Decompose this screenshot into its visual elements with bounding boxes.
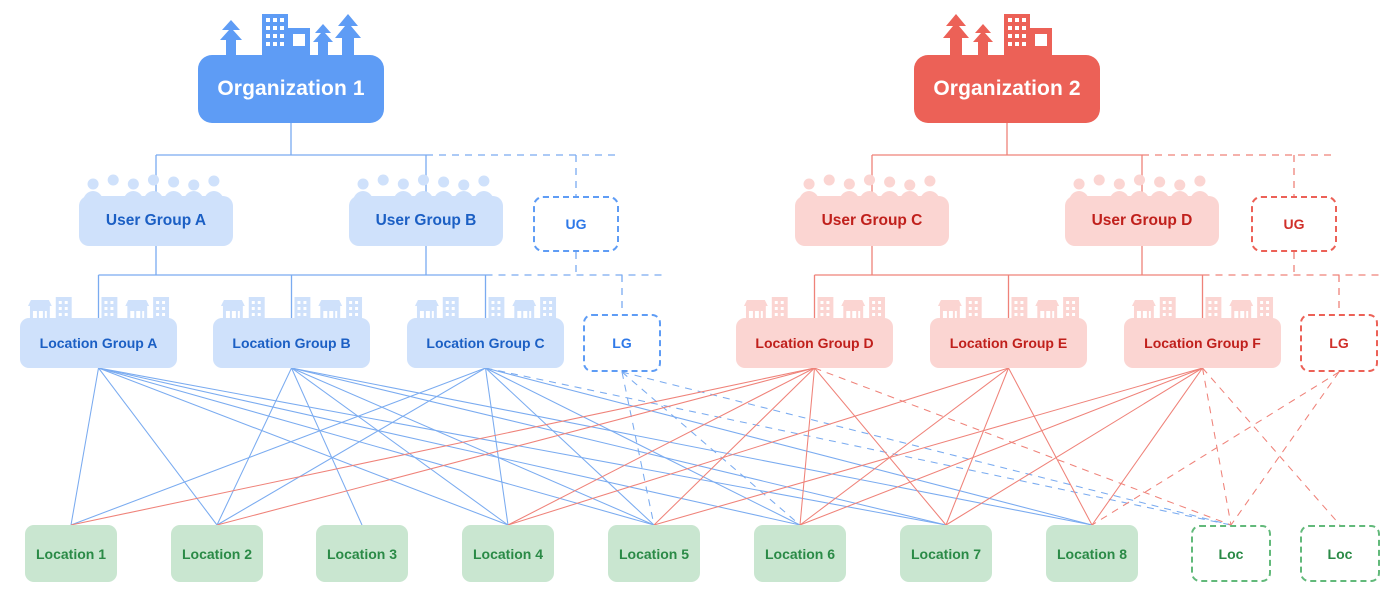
location-node-loc8[interactable]: Location 8 bbox=[1046, 525, 1138, 582]
location-group-node-lgghost2[interactable]: LG bbox=[1300, 314, 1378, 372]
mesh-edge bbox=[799, 367, 1203, 526]
mesh-edge bbox=[485, 367, 655, 526]
location-label: Location 6 bbox=[764, 545, 835, 562]
mesh-edge bbox=[814, 367, 1232, 526]
location-node-loc6[interactable]: Location 6 bbox=[754, 525, 846, 582]
mesh-edge bbox=[1008, 367, 1093, 526]
mesh-edge bbox=[945, 367, 1009, 526]
org-node-2[interactable]: Organization 2 bbox=[914, 55, 1100, 123]
mesh-edge bbox=[653, 367, 1203, 526]
location-node-loc1[interactable]: Location 1 bbox=[25, 525, 117, 582]
user-group-node-ugghost2[interactable]: UG bbox=[1251, 196, 1337, 252]
mesh-edge bbox=[291, 367, 1093, 526]
mesh-edge bbox=[1230, 371, 1340, 526]
mesh-edge bbox=[291, 367, 947, 526]
mesh-edge bbox=[485, 367, 1232, 526]
location-label: Loc bbox=[1327, 545, 1353, 562]
mesh-edge bbox=[291, 367, 363, 526]
location-node-loc4[interactable]: Location 4 bbox=[462, 525, 554, 582]
mesh-edge bbox=[216, 367, 292, 526]
mesh-edge bbox=[1091, 371, 1340, 526]
location-group-node-lgb[interactable]: Location Group B bbox=[213, 318, 370, 368]
mesh-edge bbox=[1202, 367, 1341, 526]
mesh-edge bbox=[98, 367, 801, 526]
mesh-edge bbox=[98, 367, 655, 526]
location-label: Location 3 bbox=[326, 545, 397, 562]
user-group-label: User Group C bbox=[821, 212, 923, 229]
location-label: Location 8 bbox=[1056, 545, 1127, 562]
mesh-edge bbox=[799, 367, 1009, 526]
mesh-edge bbox=[484, 367, 509, 526]
org-label: Organization 2 bbox=[933, 77, 1081, 100]
user-group-label: User Group A bbox=[105, 212, 207, 229]
mesh-edge bbox=[485, 367, 1093, 526]
location-node-loc5[interactable]: Location 5 bbox=[608, 525, 700, 582]
location-group-label: LG bbox=[1329, 335, 1349, 351]
location-group-node-lga[interactable]: Location Group A bbox=[20, 318, 177, 368]
user-group-node-ugghost1[interactable]: UG bbox=[533, 196, 619, 252]
location-label: Location 4 bbox=[472, 545, 543, 562]
mesh-edge bbox=[1201, 367, 1232, 526]
mesh-edge bbox=[98, 367, 509, 526]
location-label: Location 7 bbox=[910, 545, 981, 562]
mesh-edge bbox=[621, 371, 801, 526]
user-group-label: UG bbox=[1283, 216, 1305, 232]
user-group-node-ugd[interactable]: User Group D bbox=[1065, 196, 1219, 246]
location-label: Location 5 bbox=[618, 545, 689, 562]
user-group-node-ugc[interactable]: User Group C bbox=[795, 196, 949, 246]
mesh-edge bbox=[621, 371, 655, 526]
mesh-edge bbox=[945, 367, 1203, 526]
mesh-edge bbox=[653, 367, 815, 526]
location-group-node-lgc[interactable]: Location Group C bbox=[407, 318, 564, 368]
user-group-label: UG bbox=[565, 216, 587, 232]
mesh-edge bbox=[98, 367, 947, 526]
location-label: Loc bbox=[1218, 545, 1244, 562]
mesh-edge bbox=[216, 367, 486, 526]
location-node-loc2[interactable]: Location 2 bbox=[171, 525, 263, 582]
mesh-edge bbox=[814, 367, 947, 526]
mesh-edge bbox=[799, 367, 816, 526]
mesh-edge bbox=[507, 367, 815, 526]
location-group-label: Location Group F bbox=[1144, 335, 1261, 351]
user-group-label: User Group B bbox=[375, 212, 477, 229]
mesh-edge bbox=[70, 367, 486, 526]
mesh-edge bbox=[70, 367, 100, 526]
mesh-edge bbox=[621, 371, 1232, 526]
location-node-locghost1[interactable]: Loc bbox=[1191, 525, 1271, 582]
location-group-label: Location Group C bbox=[426, 335, 545, 351]
location-group-label: Location Group A bbox=[39, 335, 158, 351]
user-group-node-ugb[interactable]: User Group B bbox=[349, 196, 503, 246]
user-group-node-uga[interactable]: User Group A bbox=[79, 196, 233, 246]
location-node-loc3[interactable]: Location 3 bbox=[316, 525, 408, 582]
mesh-edge bbox=[98, 367, 218, 526]
location-label: Location 1 bbox=[35, 545, 106, 562]
location-group-node-lge[interactable]: Location Group E bbox=[930, 318, 1087, 368]
location-group-label: Location Group B bbox=[232, 335, 351, 351]
location-node-loc7[interactable]: Location 7 bbox=[900, 525, 992, 582]
org-label: Organization 1 bbox=[217, 77, 365, 100]
mesh-edge bbox=[216, 367, 815, 526]
location-group-node-lgd[interactable]: Location Group D bbox=[736, 318, 893, 368]
mesh-edge bbox=[291, 367, 509, 526]
mesh-edge bbox=[507, 367, 1009, 526]
mesh-edge bbox=[485, 367, 801, 526]
location-node-locghost2[interactable]: Loc bbox=[1300, 525, 1380, 582]
location-group-label: Location Group E bbox=[949, 335, 1068, 351]
mesh-edge bbox=[291, 367, 655, 526]
org-node-1[interactable]: Organization 1 bbox=[198, 55, 384, 123]
user-group-label: User Group D bbox=[1091, 212, 1193, 229]
mesh-edge bbox=[1091, 367, 1203, 526]
location-group-label: LG bbox=[612, 335, 632, 351]
location-group-label: Location Group D bbox=[755, 335, 874, 351]
location-label: Location 2 bbox=[181, 545, 252, 562]
mesh-edge bbox=[70, 367, 815, 526]
location-group-node-lgghost1[interactable]: LG bbox=[583, 314, 661, 372]
location-group-node-lgf[interactable]: Location Group F bbox=[1124, 318, 1281, 368]
